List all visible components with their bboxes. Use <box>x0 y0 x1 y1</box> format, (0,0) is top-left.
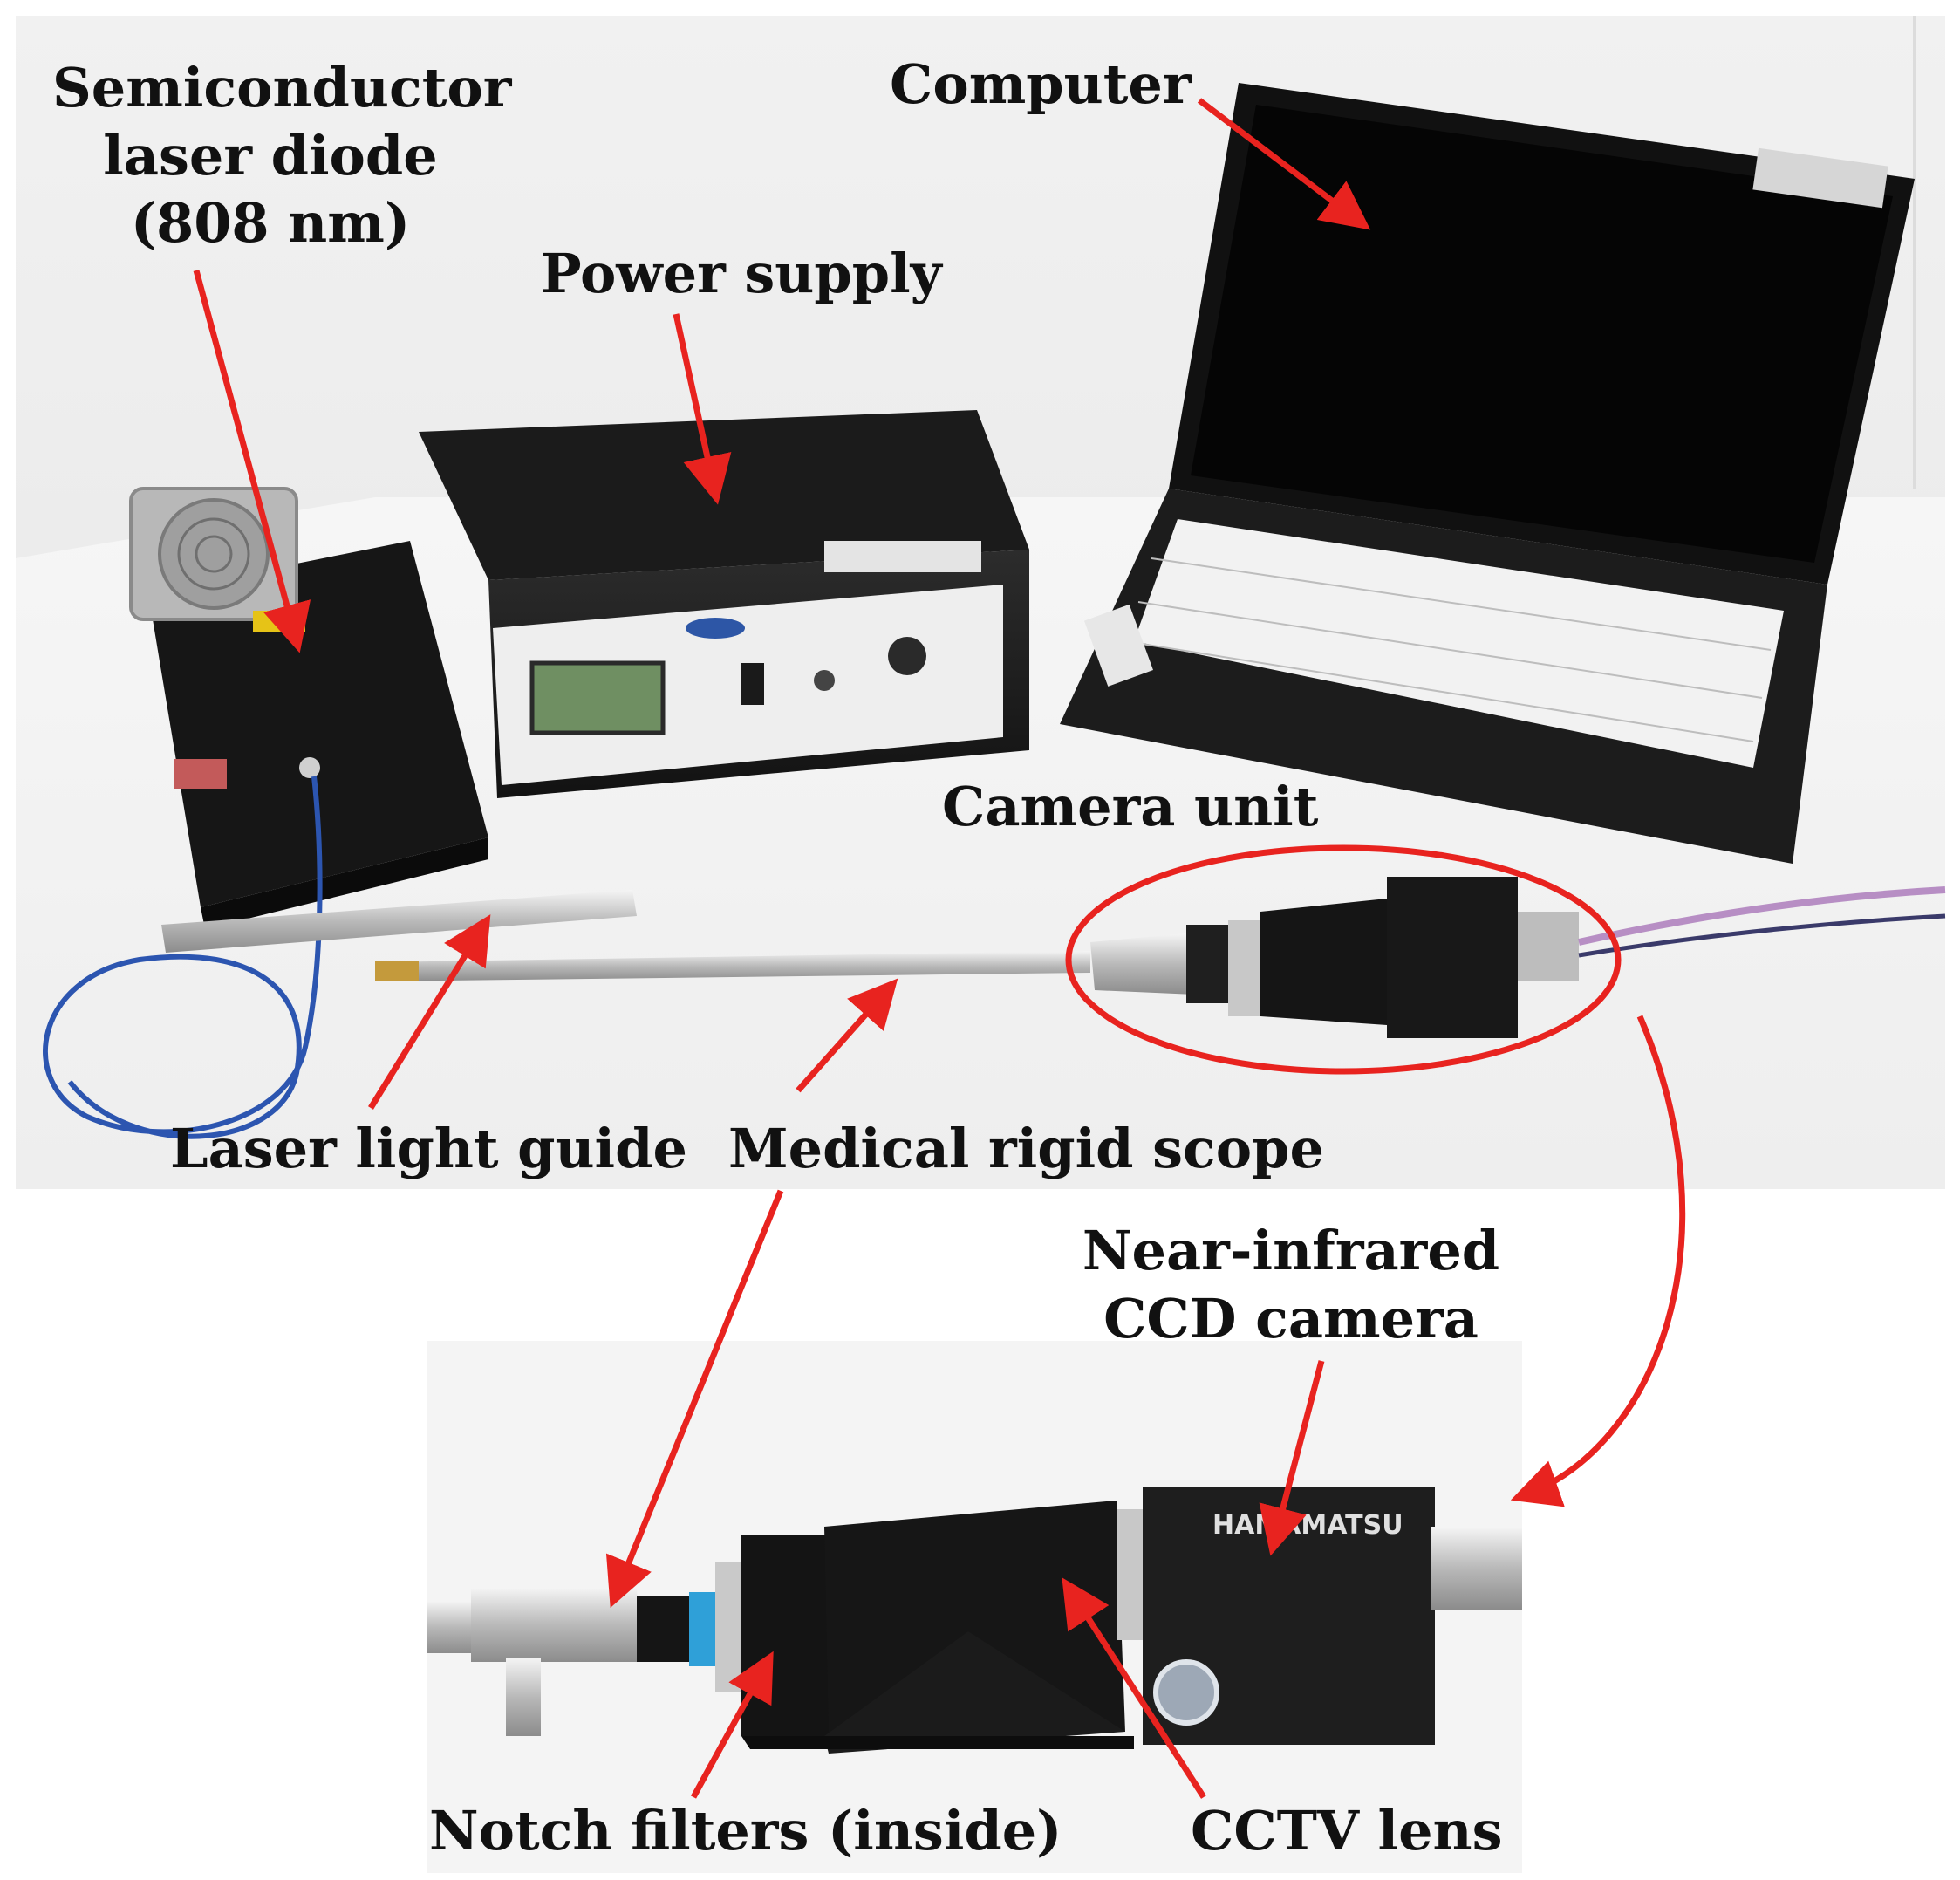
arrow-scope-zoom <box>605 1189 784 1608</box>
arrow-camera-zoom <box>1510 1015 1686 1507</box>
arrow-laser-diode <box>193 270 311 653</box>
label-ccd-camera-line1: Near-infrared <box>1082 1219 1500 1282</box>
label-laser-light-guide: Laser light guide <box>170 1117 687 1180</box>
arrow-power-supply <box>673 313 732 505</box>
arrow-notch-filters <box>690 1651 774 1799</box>
camera-unit-ellipse <box>1065 844 1622 1075</box>
laser-diode-device <box>129 487 488 929</box>
rigid-scope-top <box>375 877 1946 1038</box>
label-laser-diode: Semiconductor laser diode (808 nm) <box>52 54 512 257</box>
annotation-arrows <box>193 98 1686 1799</box>
arrow-light-guide <box>368 914 491 1110</box>
label-power-supply: Power supply <box>541 242 942 305</box>
label-laser-diode-line1: Semiconductor <box>52 56 512 120</box>
label-ccd-camera-line2: CCD camera <box>1103 1286 1479 1350</box>
arrow-computer <box>1197 98 1371 230</box>
label-notch-filters: Notch filters (inside) <box>429 1799 1062 1863</box>
arrow-cctv-lens <box>1062 1577 1206 1799</box>
laser-light-guide-rod <box>161 890 637 953</box>
label-computer: Computer <box>890 52 1192 116</box>
label-laser-diode-line2: laser diode <box>103 123 438 188</box>
fiber-optic-cable <box>43 776 323 1139</box>
camera-brand-text: HAMAMATSU <box>1212 1510 1403 1541</box>
inset-photo: HAMAMATSU <box>427 1341 1522 1873</box>
arrow-rigid-scope <box>796 978 898 1093</box>
power-supply-device <box>419 410 1029 798</box>
label-camera-unit: Camera unit <box>942 775 1319 838</box>
arrow-ccd-camera <box>1259 1360 1325 1556</box>
label-cctv-lens: CCTV lens <box>1191 1799 1503 1863</box>
label-ccd-camera: Near-infrared CCD camera <box>1064 1217 1518 1352</box>
label-laser-diode-line3: (808 nm) <box>130 191 411 255</box>
label-medical-rigid-scope: Medical rigid scope <box>728 1117 1324 1180</box>
